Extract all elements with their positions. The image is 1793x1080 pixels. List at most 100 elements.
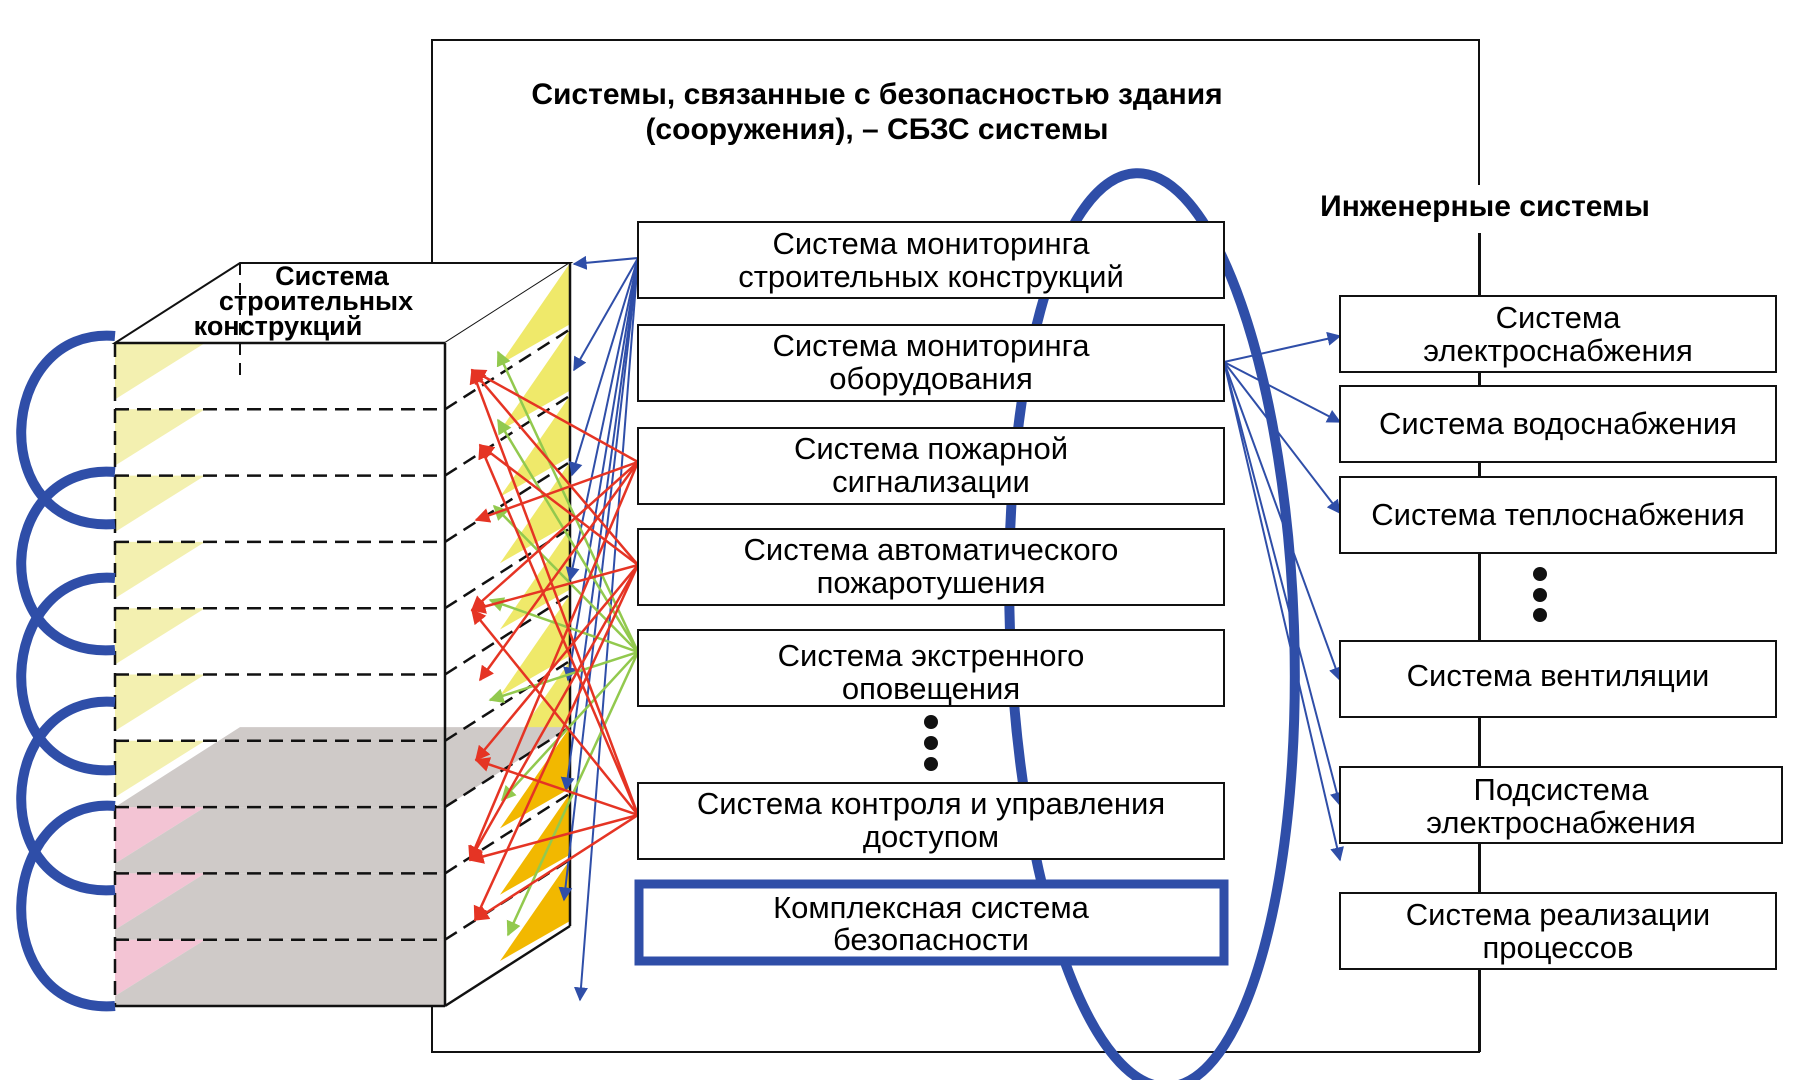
floor-link-loop <box>16 572 116 776</box>
eng-box-process-implementation: Система реализации процессов <box>1339 892 1777 970</box>
side-tint <box>500 528 570 630</box>
system-box-access-control: Система контроля и управления доступом <box>637 782 1225 860</box>
eng-box-ventilation: Система вентиляции <box>1339 640 1777 718</box>
side-tint <box>500 793 570 895</box>
floor-tint <box>115 409 205 466</box>
fire-link-arrow <box>478 461 640 682</box>
side-tint <box>500 461 570 564</box>
eng-box-water-supply: Система водоснабжения <box>1339 385 1777 463</box>
fire-link-arrow <box>473 564 640 922</box>
floor-link-loop <box>16 800 116 1012</box>
monitoring-link-arrow <box>572 255 639 270</box>
equipment-link-arrow <box>1223 361 1341 515</box>
floor-tint <box>115 475 205 532</box>
system-box-emergency-notification: Система экстренного оповещения <box>637 629 1225 707</box>
fire-link-arrow <box>470 461 639 611</box>
side-tint <box>500 660 570 763</box>
system-label-line1: Система пожарной <box>794 431 1068 466</box>
notification-link-arrow <box>488 597 639 654</box>
eng-label-line2: процессов <box>1483 930 1634 965</box>
system-box-integrated-security: Комплексная система безопасности <box>634 879 1229 966</box>
diagram-title-line2: (сооружения), – СБЗС системы <box>645 113 1108 146</box>
diagram-title-line1: Системы, связанные с безопасностью здани… <box>531 78 1222 111</box>
system-label-line1: Система контроля и управления <box>697 786 1165 821</box>
red-arrows <box>468 368 640 922</box>
fire-link-arrow <box>468 461 640 862</box>
system-label-line2: строительных конструкций <box>738 259 1124 294</box>
monitoring-link-arrow <box>568 257 639 477</box>
side-tint <box>500 395 570 497</box>
floor-line-side <box>444 792 571 875</box>
system-label-line2: безопасности <box>833 922 1029 957</box>
floor-tint <box>115 541 205 599</box>
monitoring-link-arrow <box>573 257 639 372</box>
fire-link-arrow <box>471 368 639 566</box>
eng-label-line1: Подсистема <box>1474 772 1650 807</box>
fire-link-arrow <box>469 368 640 816</box>
system-label-line1: Система автоматического <box>744 532 1119 567</box>
building-label-line3: конструкций <box>194 311 363 341</box>
engineering-ellipsis-dots <box>1533 567 1547 622</box>
eng-label-line1: Система водоснабжения <box>1379 406 1737 441</box>
basement-slab <box>115 727 570 808</box>
side-tint <box>500 594 570 696</box>
eng-label-line1: Система теплоснабжения <box>1371 497 1744 532</box>
system-label-line2: пожаротушения <box>817 565 1046 600</box>
monitoring-link-arrow <box>565 257 639 582</box>
system-label-line1: Система мониторинга <box>772 226 1090 261</box>
engineering-title: Инженерные системы <box>1320 190 1650 223</box>
eng-box-heat-supply: Система теплоснабжения <box>1339 476 1777 554</box>
eng-label-line2: электроснабжения <box>1426 805 1696 840</box>
notification-link-arrow <box>496 350 640 653</box>
eng-label-line2: электроснабжения <box>1423 333 1693 368</box>
eng-box-power-supply: Система электроснабжения <box>1339 295 1777 373</box>
system-label-line1: Комплексная система <box>773 890 1090 925</box>
system-label-line2: оборудования <box>829 361 1033 396</box>
engineering-system-list: Система электроснабжения Система водосна… <box>1339 295 1783 970</box>
equipment-link-arrow <box>1223 361 1344 807</box>
system-label-line1: Система экстренного <box>778 638 1085 673</box>
system-label-line1: Система мониторинга <box>772 328 1090 363</box>
floor-tint <box>115 674 205 731</box>
floor-tint <box>115 608 205 665</box>
floor-link-loop <box>16 466 116 656</box>
fire-link-arrow <box>474 460 639 523</box>
eng-label-line1: Система реализации <box>1406 897 1710 932</box>
floor-link-loop <box>16 330 116 530</box>
monitoring-link-arrow <box>563 257 639 682</box>
floor-line-side <box>444 328 571 411</box>
system-label-line2: сигнализации <box>832 464 1030 499</box>
building-label-line2: строительных <box>219 286 413 316</box>
eng-label-line1: Система <box>1496 300 1622 335</box>
building-base-side <box>444 924 571 1008</box>
floor-tint <box>115 807 205 864</box>
equipment-link-arrow <box>1223 331 1342 363</box>
fire-link-arrow <box>475 564 639 762</box>
fire-link-arrow <box>471 608 639 816</box>
system-box-fire-alarm: Система пожарной сигнализации <box>637 427 1225 505</box>
basement-fill <box>115 873 445 940</box>
system-box-monitoring-equipment: Система мониторинга оборудования <box>637 324 1225 402</box>
fire-link-arrow <box>473 813 639 922</box>
equipment-link-arrow <box>1223 361 1342 423</box>
fire-link-arrow <box>470 563 639 614</box>
side-tint <box>500 329 570 431</box>
sbzs-system-list: Система мониторинга строительных констру… <box>634 221 1229 966</box>
floor-tint <box>115 343 205 400</box>
system-label-line2: доступом <box>863 819 999 854</box>
left-loops <box>16 330 116 1012</box>
sbzs-ellipsis-dots <box>924 715 938 771</box>
basement-fill <box>115 939 445 1006</box>
fire-link-arrow <box>474 757 639 817</box>
fire-link-arrow <box>478 443 640 816</box>
side-tint <box>500 859 570 961</box>
building-label-line1: Система <box>275 261 390 291</box>
system-box-monitoring-structures: Система мониторинга строительных констру… <box>637 221 1225 299</box>
floor-line-side <box>444 726 571 809</box>
notification-link-arrow <box>488 650 639 703</box>
engineering-title-bg <box>1290 185 1680 233</box>
equipment-link-arrow <box>1223 361 1344 862</box>
fire-link-arrow <box>470 368 639 464</box>
floor-link-loop <box>16 696 116 896</box>
